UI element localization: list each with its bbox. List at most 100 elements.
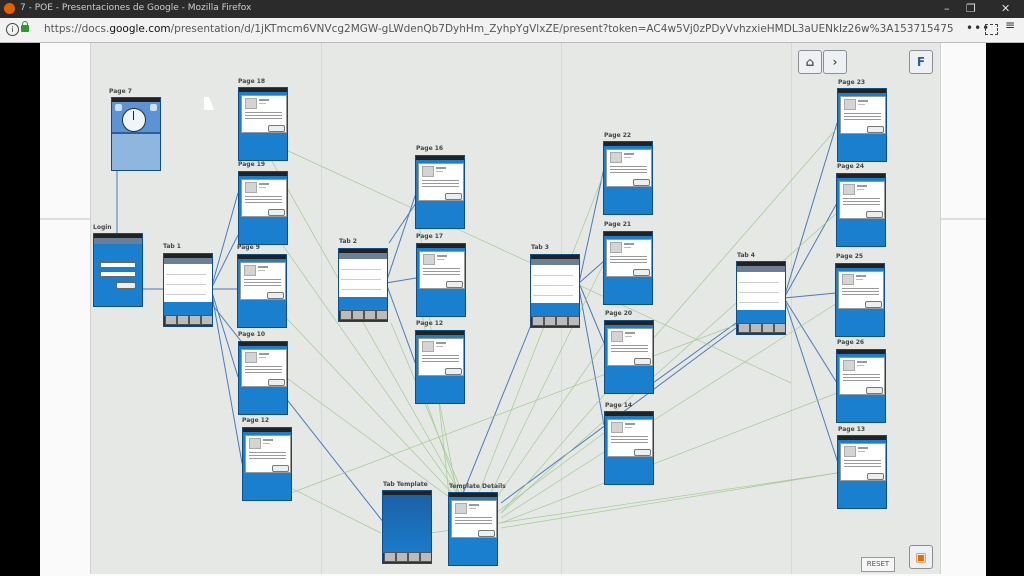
content-card	[839, 357, 885, 395]
status-bar	[737, 262, 785, 266]
screen-page-22[interactable]	[603, 141, 653, 215]
screen-label: Page 10	[238, 331, 266, 338]
list-row	[533, 275, 573, 276]
status-bar	[605, 321, 653, 325]
text-line	[244, 279, 281, 280]
info-icon[interactable]: i	[6, 23, 19, 36]
action-button	[866, 211, 883, 218]
screen-page-24[interactable]	[836, 173, 886, 247]
status-bar	[604, 142, 652, 146]
status-bar	[836, 264, 884, 268]
text-line	[611, 351, 648, 352]
status-bar	[238, 255, 286, 259]
text-line	[455, 520, 492, 521]
storyboard-canvas[interactable]: Page 7 Login Tab 1 Page 18 Page 19 Page …	[90, 43, 941, 574]
content-card	[840, 96, 886, 134]
screen-page-26[interactable]	[836, 349, 886, 423]
maximize-button[interactable]: ❐	[966, 2, 976, 15]
text-line	[610, 256, 647, 257]
text-line	[259, 183, 269, 185]
status-bar	[339, 249, 387, 253]
lock-icon[interactable]	[21, 21, 29, 32]
text-line	[624, 153, 634, 155]
screen-page-25[interactable]	[835, 263, 885, 337]
screen-template-details[interactable]	[448, 492, 498, 566]
screen-page-21[interactable]	[603, 231, 653, 305]
screen-list	[339, 259, 387, 297]
list-row	[739, 302, 779, 303]
status-bar	[94, 234, 142, 238]
screen-page-16[interactable]	[415, 155, 465, 229]
text-line	[422, 183, 459, 184]
text-line	[249, 455, 286, 456]
screen-page-19[interactable]	[238, 171, 288, 245]
menu-icon[interactable]: ≡	[1005, 18, 1016, 32]
window-title: 7 - POE - Presentaciones de Google - Moz…	[20, 3, 252, 13]
screen-label: Template Details	[449, 483, 506, 490]
screenshot-icon[interactable]	[985, 24, 998, 35]
screen-page-12[interactable]	[415, 330, 465, 404]
image-placeholder	[610, 242, 622, 253]
screen-page-9[interactable]	[237, 254, 287, 328]
minimize-button[interactable]: –	[944, 2, 950, 15]
text-line	[858, 104, 865, 105]
screen-page-10[interactable]	[238, 341, 288, 415]
text-line	[611, 442, 648, 443]
tab-bar-item	[532, 316, 544, 326]
screen-page-13[interactable]	[837, 435, 887, 509]
text-line	[258, 270, 265, 271]
export-icon: F	[916, 55, 926, 69]
status-bar	[164, 254, 212, 258]
screen-header	[531, 259, 579, 265]
edit-button[interactable]: ▣	[909, 545, 933, 569]
text-line	[844, 460, 881, 461]
tab-bar-item	[177, 315, 189, 325]
screen-tab-2[interactable]	[338, 248, 388, 322]
list-row	[341, 289, 381, 290]
url-prefix: https://docs.	[44, 23, 110, 35]
text-line	[625, 336, 632, 337]
page-actions-button[interactable]: •••	[966, 21, 991, 35]
action-button	[446, 281, 463, 288]
screen-label: Page 23	[838, 79, 866, 86]
tab-bar-item	[364, 310, 376, 320]
next-button[interactable]: ›	[823, 50, 847, 74]
status-bar	[239, 172, 287, 176]
text-line	[245, 199, 282, 200]
screen-page-17[interactable]	[416, 243, 466, 317]
image-placeholder	[610, 152, 622, 163]
tab-bar-item	[420, 552, 431, 562]
address-bar[interactable]: i https://docs.google.com/presentation/d…	[0, 18, 1024, 43]
image-placeholder	[611, 331, 623, 342]
screen-page-18[interactable]	[238, 87, 288, 161]
url-text[interactable]: https://docs.google.com/presentation/d/1…	[44, 23, 954, 35]
status-bar	[112, 98, 160, 102]
export-button[interactable]: F	[909, 50, 933, 74]
screen-tab-4[interactable]	[736, 261, 786, 335]
screen-tab-template[interactable]	[382, 490, 432, 564]
action-button	[866, 387, 883, 394]
screen-page-7[interactable]	[111, 97, 161, 171]
screen-label: Login	[93, 224, 112, 231]
reset-button[interactable]: RESET	[861, 557, 895, 572]
close-button[interactable]: ✕	[1001, 2, 1011, 15]
screen-page-14[interactable]	[604, 411, 654, 485]
text-line	[625, 332, 635, 334]
screen-login[interactable]	[93, 233, 143, 307]
screen-page-23[interactable]	[837, 88, 887, 162]
screen-page-20[interactable]	[604, 320, 654, 394]
action-button	[478, 530, 495, 537]
login-button	[116, 282, 136, 289]
text-line	[244, 282, 281, 283]
screen-page-12[interactable]	[242, 427, 292, 501]
screen-tab-3[interactable]	[530, 254, 580, 328]
content-card	[418, 338, 464, 376]
text-line	[844, 119, 881, 120]
screen-tab-1[interactable]	[163, 253, 213, 327]
screen-label: Page 12	[242, 417, 270, 424]
screen-label: Page 21	[604, 221, 632, 228]
flowchart-tool-button[interactable]: ⌂	[798, 50, 822, 74]
image-placeholder	[843, 360, 855, 371]
text-line	[259, 187, 266, 188]
list-row	[533, 295, 573, 296]
